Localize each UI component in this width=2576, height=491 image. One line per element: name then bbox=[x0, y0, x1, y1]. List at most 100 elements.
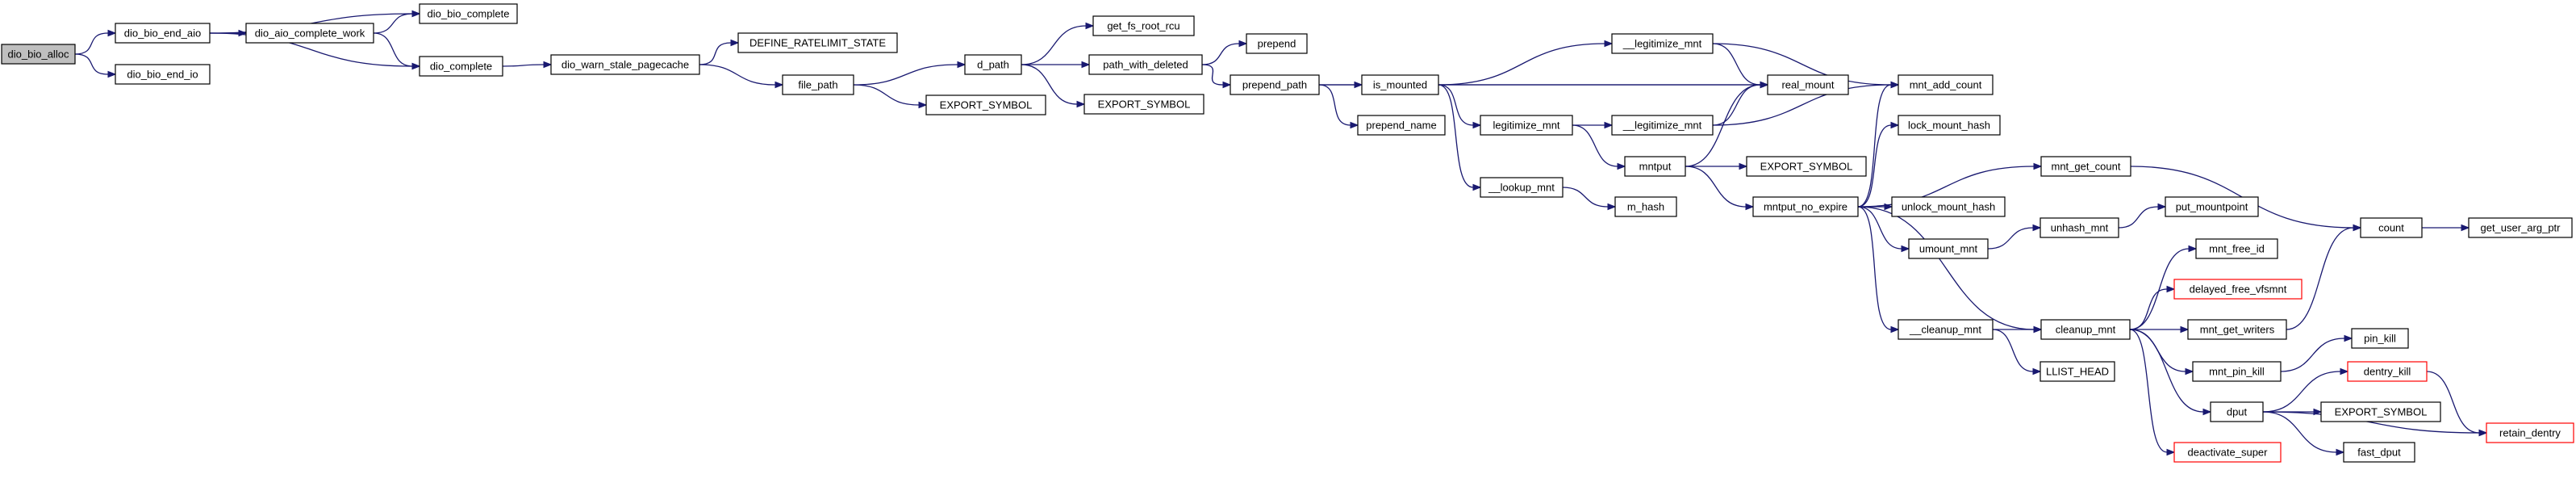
edge-line bbox=[209, 32, 413, 67]
arrowhead-icon bbox=[2313, 408, 2323, 416]
node-path-with-deleted[interactable]: path_with_deleted bbox=[1088, 54, 1203, 75]
node-delayed-free-vfsmnt[interactable]: delayed_free_vfsmnt bbox=[2173, 279, 2303, 300]
edge-file-path-to-d-path bbox=[853, 61, 967, 86]
node-label: EXPORT_SYMBOL bbox=[940, 99, 1033, 111]
node-retain-dentry[interactable]: retain_dentry bbox=[2486, 422, 2574, 443]
node-m-hash[interactable]: m_hash bbox=[1614, 196, 1677, 217]
node-pin-kill[interactable]: pin_kill bbox=[2351, 328, 2409, 349]
node-dio-bio-end-io[interactable]: dio_bio_end_io bbox=[115, 64, 211, 85]
arrowhead-icon bbox=[2166, 285, 2176, 293]
node-label: file_path bbox=[798, 79, 837, 91]
node-put-mountpoint[interactable]: put_mountpoint bbox=[2165, 196, 2259, 217]
arrowhead-icon bbox=[957, 61, 967, 69]
node-get-fs-root-rcu[interactable]: get_fs_root_rcu bbox=[1092, 15, 1195, 36]
arrowhead-icon bbox=[411, 10, 421, 18]
edge-umount-mnt-to-unhash-mnt bbox=[1987, 224, 2042, 250]
node-mnt-get-count[interactable]: mnt_get_count bbox=[2040, 156, 2131, 177]
edge-line bbox=[1712, 84, 1892, 126]
edge-path-with-deleted-to-prepend-path bbox=[1201, 64, 1232, 89]
node-mnt-pin-kill[interactable]: mnt_pin_kill bbox=[2192, 361, 2282, 382]
node-label: delayed_free_vfsmnt bbox=[2190, 283, 2287, 296]
edge-cleanup-mnt-1-to-llist-head bbox=[1992, 329, 2042, 376]
node-llist-head[interactable]: LLIST_HEAD bbox=[2040, 361, 2115, 382]
node-dio-bio-complete[interactable]: dio_bio_complete bbox=[419, 3, 518, 24]
edge-line bbox=[2280, 338, 2345, 372]
node-mntput-no-expire[interactable]: mntput_no_expire bbox=[1752, 196, 1859, 217]
node-label: __legitimize_mnt bbox=[1622, 38, 1702, 50]
node-dentry-kill[interactable]: dentry_kill bbox=[2347, 361, 2428, 382]
node-unhash-mnt[interactable]: unhash_mnt bbox=[2040, 217, 2119, 238]
edge-mntput-no-expire-to-cleanup-mnt bbox=[1857, 206, 2043, 334]
edge-line bbox=[2286, 227, 2354, 330]
node-export-symbol-1[interactable]: EXPORT_SYMBOL bbox=[925, 94, 1046, 115]
node-lookup-mnt[interactable]: __lookup_mnt bbox=[1480, 177, 1564, 198]
arrowhead-icon bbox=[1890, 81, 1900, 89]
node-box bbox=[1898, 74, 1994, 95]
node-lock-mount-hash[interactable]: lock_mount_hash bbox=[1898, 115, 2001, 136]
node-fast-dput[interactable]: fast_dput bbox=[2343, 442, 2415, 463]
node-dio-warn-stale-pagecache[interactable]: dio_warn_stale_pagecache bbox=[550, 54, 700, 75]
node-dio-bio-alloc[interactable]: dio_bio_alloc bbox=[1, 44, 76, 65]
edge-line bbox=[74, 32, 109, 55]
arrowhead-icon bbox=[1222, 81, 1232, 89]
node-prepend-path[interactable]: prepend_path bbox=[1230, 74, 1320, 95]
edge-line bbox=[853, 84, 920, 106]
node-export-symbol-2[interactable]: EXPORT_SYMBOL bbox=[1083, 94, 1204, 115]
edge-cleanup-mnt-to-mnt-get-writers bbox=[2130, 325, 2190, 334]
edge-line bbox=[1712, 43, 1761, 86]
node-prepend[interactable]: prepend bbox=[1246, 33, 1308, 54]
edge-path-with-deleted-to-prepend bbox=[1201, 40, 1248, 65]
node-box bbox=[737, 32, 898, 53]
node-box bbox=[964, 54, 1022, 75]
node-export-symbol-4[interactable]: EXPORT_SYMBOL bbox=[2320, 401, 2441, 422]
arrowhead-icon bbox=[1617, 162, 1626, 170]
node-label: EXPORT_SYMBOL bbox=[1098, 99, 1191, 111]
node-legitimize-mnt[interactable]: legitimize_mnt bbox=[1480, 115, 1573, 136]
edge-lookup-mnt-to-m-hash bbox=[1562, 187, 1617, 211]
node-box bbox=[2040, 217, 2119, 238]
arrowhead-icon bbox=[1607, 203, 1617, 211]
node-deactivate-super[interactable]: deactivate_super bbox=[2173, 442, 2282, 463]
node-legitimize-mnt-1[interactable]: __legitimize_mnt bbox=[1611, 33, 1714, 54]
edge-line bbox=[1021, 64, 1078, 105]
edge-line bbox=[1857, 206, 2035, 330]
node-dput[interactable]: dput bbox=[2210, 401, 2264, 422]
node-export-symbol-3[interactable]: EXPORT_SYMBOL bbox=[1746, 156, 1867, 177]
node-box bbox=[1092, 15, 1195, 36]
node-mnt-free-id[interactable]: mnt_free_id bbox=[2195, 238, 2278, 259]
node-box bbox=[115, 23, 211, 44]
node-file-path[interactable]: file_path bbox=[782, 74, 854, 95]
node-box bbox=[2192, 361, 2282, 382]
node-box bbox=[1088, 54, 1203, 75]
edge-line bbox=[699, 42, 732, 65]
node-legitimize-mnt-2[interactable]: __legitimize_mnt bbox=[1611, 115, 1714, 136]
arrowhead-icon bbox=[918, 101, 928, 109]
node-dio-bio-end-aio[interactable]: dio_bio_end_aio bbox=[115, 23, 211, 44]
node-d-path[interactable]: d_path bbox=[964, 54, 1022, 75]
node-real-mount[interactable]: real_mount bbox=[1767, 74, 1849, 95]
node-umount-mnt[interactable]: umount_mnt bbox=[1908, 238, 1989, 259]
node-count[interactable]: count bbox=[2360, 217, 2423, 238]
node-cleanup-mnt-1[interactable]: __cleanup_mnt bbox=[1898, 319, 1994, 340]
node-label: dio_warn_stale_pagecache bbox=[562, 59, 689, 71]
node-dio-aio-complete-work[interactable]: dio_aio_complete_work bbox=[245, 23, 374, 44]
node-define-ratelimit-state[interactable]: DEFINE_RATELIMIT_STATE bbox=[737, 32, 898, 53]
node-box bbox=[2320, 401, 2441, 422]
node-mntput[interactable]: mntput bbox=[1624, 156, 1686, 177]
edge-mntput-no-expire-to-mnt-get-count bbox=[1857, 162, 2043, 208]
edge-dio-complete-to-dio-warn-stale-pagecache bbox=[502, 61, 553, 69]
edge-mntput-no-expire-to-umount-mnt bbox=[1857, 206, 1910, 253]
node-mnt-get-writers[interactable]: mnt_get_writers bbox=[2187, 319, 2287, 340]
node-get-user-arg-ptr[interactable]: get_user_arg_ptr bbox=[2468, 217, 2573, 238]
node-dio-complete[interactable]: dio_complete bbox=[419, 56, 503, 77]
node-mnt-add-count[interactable]: mnt_add_count bbox=[1898, 74, 1994, 95]
edge-line bbox=[1712, 84, 1761, 126]
node-prepend-name[interactable]: prepend_name bbox=[1357, 115, 1446, 136]
node-cleanup-mnt[interactable]: cleanup_mnt bbox=[2040, 319, 2131, 340]
node-is-mounted[interactable]: is_mounted bbox=[1361, 74, 1439, 95]
node-unlock-mount-hash[interactable]: unlock_mount_hash bbox=[1891, 196, 2006, 217]
arrowhead-icon bbox=[2336, 448, 2345, 456]
edge-cleanup-mnt-to-mnt-pin-kill bbox=[2129, 329, 2194, 376]
edge-mntput-to-export-symbol-3 bbox=[1685, 162, 1748, 170]
edge-line bbox=[2426, 371, 2480, 434]
